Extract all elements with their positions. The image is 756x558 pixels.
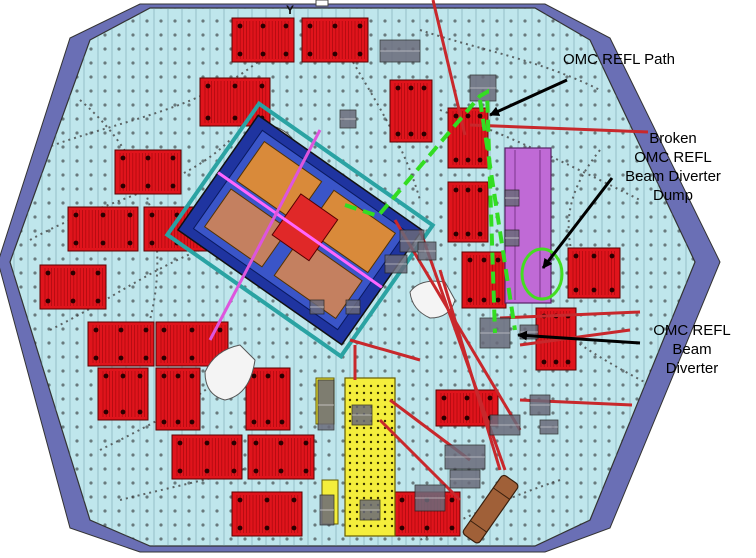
arrow-beam-diverter — [517, 330, 641, 345]
label-broken-dump: Broken OMC REFL Beam Diverter Dump — [625, 130, 721, 204]
mechanical-components — [309, 39, 559, 526]
omc-refl-beam-path — [344, 88, 517, 334]
white-paddle-2 — [204, 344, 256, 401]
arrow-omc-refl-path — [489, 78, 568, 117]
brown-tube — [462, 474, 519, 544]
suspension-platform — [164, 100, 436, 360]
magenta-plate — [504, 147, 552, 304]
broken-dump-highlight-circle — [520, 247, 564, 301]
y-axis-label: Y — [286, 3, 294, 17]
callout-arrows — [489, 78, 641, 345]
label-beam-diverter: OMC REFL Beam Diverter — [653, 322, 731, 377]
label-omc-refl-path: OMC REFL Path — [563, 51, 675, 68]
arrow-broken-dump — [541, 177, 614, 269]
